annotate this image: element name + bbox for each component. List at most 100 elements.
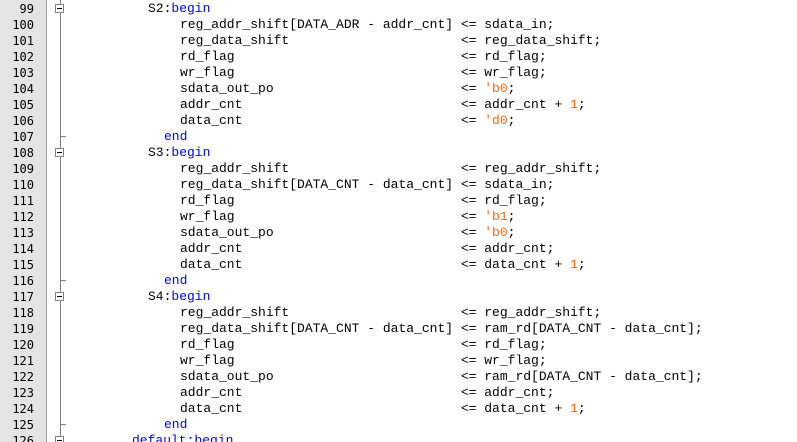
fold-collapse-icon[interactable] — [55, 4, 64, 13]
keyword-token: begin — [171, 289, 211, 304]
code-line[interactable]: 105 addr_cnt <= addr_cnt + 1; — [0, 97, 797, 113]
text-token: rd_flag <= rd_flag; — [180, 337, 547, 352]
fold-margin — [47, 0, 67, 442]
line-number: 119 — [12, 322, 34, 336]
code-text: data_cnt <= 'd0; — [68, 113, 515, 129]
code-text: rd_flag <= rd_flag; — [68, 49, 547, 65]
code-text: wr_flag <= 'b1; — [68, 209, 515, 225]
code-text: sdata_out_po <= 'b0; — [68, 225, 515, 241]
line-number: 121 — [12, 354, 34, 368]
line-number: 100 — [12, 18, 34, 32]
line-number: 107 — [12, 130, 34, 144]
line-number: 105 — [12, 98, 34, 112]
number-token: 'b0 — [484, 225, 508, 240]
code-line[interactable]: 125 end — [0, 417, 797, 433]
text-token: S3: — [148, 145, 172, 160]
code-text: end — [68, 417, 187, 433]
keyword-token: end — [164, 129, 188, 144]
code-line[interactable]: 124 data_cnt <= data_cnt + 1; — [0, 401, 797, 417]
text-token: ; — [507, 225, 516, 240]
line-number: 117 — [12, 290, 34, 304]
fold-collapse-icon[interactable] — [55, 148, 64, 157]
line-number: 113 — [12, 226, 34, 240]
number-token: 1 — [570, 401, 578, 416]
number-token: 1 — [570, 97, 578, 112]
code-line[interactable]: 119 reg_data_shift[DATA_CNT - data_cnt] <… — [0, 321, 797, 337]
text-token: wr_flag <= — [180, 209, 485, 224]
text-token: ; — [507, 209, 516, 224]
code-line[interactable]: 104 sdata_out_po <= 'b0; — [0, 81, 797, 97]
keyword-token: default:begin — [132, 433, 234, 442]
keyword-token: begin — [171, 1, 211, 16]
line-number: 112 — [12, 210, 34, 224]
text-token: sdata_out_po <= ram_rd[DATA_CNT - data_c… — [180, 369, 703, 384]
number-token: 1 — [570, 257, 578, 272]
keyword-token: begin — [171, 145, 211, 160]
text-token: reg_addr_shift <= reg_addr_shift; — [180, 161, 602, 176]
text-token: addr_cnt <= addr_cnt + — [180, 97, 571, 112]
line-number: 111 — [12, 194, 34, 208]
line-number: 114 — [12, 242, 34, 256]
text-token: S2: — [148, 1, 172, 16]
line-number: 126 — [12, 434, 34, 442]
text-token: reg_data_shift <= reg_data_shift; — [180, 33, 602, 48]
line-number: 125 — [12, 418, 34, 432]
number-token: 'b0 — [484, 81, 508, 96]
text-token: data_cnt <= data_cnt + — [180, 401, 571, 416]
fold-collapse-icon[interactable] — [55, 436, 64, 442]
code-text: reg_addr_shift <= reg_addr_shift; — [68, 305, 601, 321]
fold-end-marker-icon — [60, 424, 66, 425]
code-text: wr_flag <= wr_flag; — [68, 65, 547, 81]
line-number: 103 — [12, 66, 34, 80]
code-text: reg_addr_shift <= reg_addr_shift; — [68, 161, 601, 177]
code-text: addr_cnt <= addr_cnt; — [68, 241, 554, 257]
code-line[interactable]: 113 sdata_out_po <= 'b0; — [0, 225, 797, 241]
code-line[interactable]: 112 wr_flag <= 'b1; — [0, 209, 797, 225]
line-number: 104 — [12, 82, 34, 96]
code-line[interactable]: 107 end — [0, 129, 797, 145]
code-text: data_cnt <= data_cnt + 1; — [68, 401, 586, 417]
code-line[interactable]: 103 wr_flag <= wr_flag; — [0, 65, 797, 81]
text-token: addr_cnt <= addr_cnt; — [180, 385, 555, 400]
text-token: sdata_out_po <= — [180, 81, 485, 96]
text-token: ; — [507, 81, 516, 96]
code-text: end — [68, 129, 187, 145]
code-line[interactable]: 121 wr_flag <= wr_flag; — [0, 353, 797, 369]
code-line[interactable]: 126 default:begin — [0, 433, 797, 442]
number-token: 'd0 — [484, 113, 508, 128]
text-token: S4: — [148, 289, 172, 304]
number-token: 'b1 — [484, 209, 508, 224]
code-text: S4:begin — [68, 289, 210, 305]
text-token: wr_flag <= wr_flag; — [180, 353, 547, 368]
code-text: data_cnt <= data_cnt + 1; — [68, 257, 586, 273]
code-line[interactable]: 117 S4:begin — [0, 289, 797, 305]
fold-collapse-icon[interactable] — [55, 292, 64, 301]
line-number: 124 — [12, 402, 34, 416]
text-token: reg_data_shift[DATA_CNT - data_cnt] <= s… — [180, 177, 555, 192]
text-token: data_cnt <= — [180, 113, 485, 128]
code-text: reg_data_shift[DATA_CNT - data_cnt] <= s… — [68, 177, 554, 193]
text-token: addr_cnt <= addr_cnt; — [180, 241, 555, 256]
text-token: ; — [577, 97, 586, 112]
text-token: reg_data_shift[DATA_CNT - data_cnt] <= r… — [180, 321, 703, 336]
keyword-token: end — [164, 273, 188, 288]
code-line[interactable]: 114 addr_cnt <= addr_cnt; — [0, 241, 797, 257]
text-token: ; — [577, 401, 586, 416]
